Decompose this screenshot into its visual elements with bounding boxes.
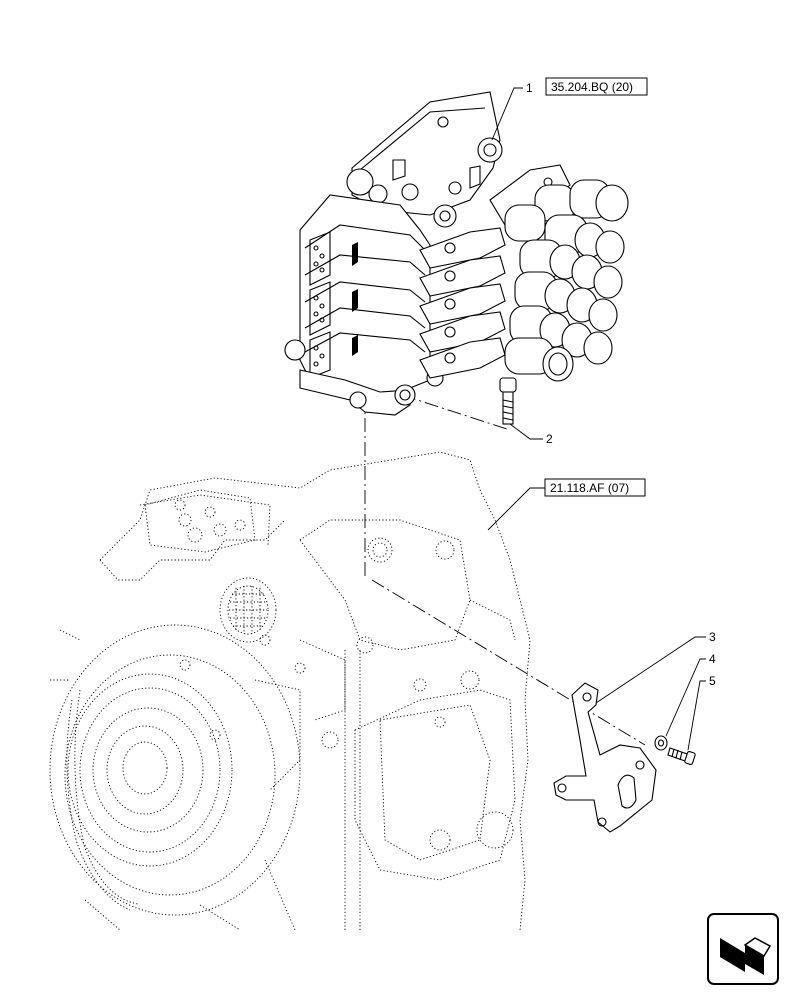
valve-reference-link[interactable]: 35.204.BQ (20) <box>551 80 633 94</box>
quick-couplers <box>504 179 629 382</box>
bracket-part-3 <box>553 682 657 833</box>
spool-levers <box>419 227 506 379</box>
next-page-arrow-icon[interactable] <box>707 913 779 985</box>
callout-2: 2 <box>546 432 553 446</box>
callout-5: 5 <box>709 674 716 688</box>
callout-4: 4 <box>709 652 716 666</box>
valve-reference-box[interactable]: 35.204.BQ (20) <box>545 77 648 96</box>
housing-reference-box[interactable]: 21.118.AF (07) <box>544 478 646 497</box>
alignment-lines <box>364 370 646 746</box>
screw-part-5 <box>667 747 696 765</box>
callout-3: 3 <box>709 630 716 644</box>
washer-part-4 <box>654 735 668 751</box>
bolt-part-2 <box>499 377 517 425</box>
valve-side-pins <box>313 245 325 367</box>
control-valve-assembly <box>284 91 629 416</box>
leader-lines <box>487 87 706 751</box>
housing-reference-link[interactable]: 21.118.AF (07) <box>550 481 629 495</box>
callout-labels: 1 2 3 4 5 <box>526 81 716 688</box>
callout-1: 1 <box>526 81 533 95</box>
transmission-housing <box>49 451 531 931</box>
